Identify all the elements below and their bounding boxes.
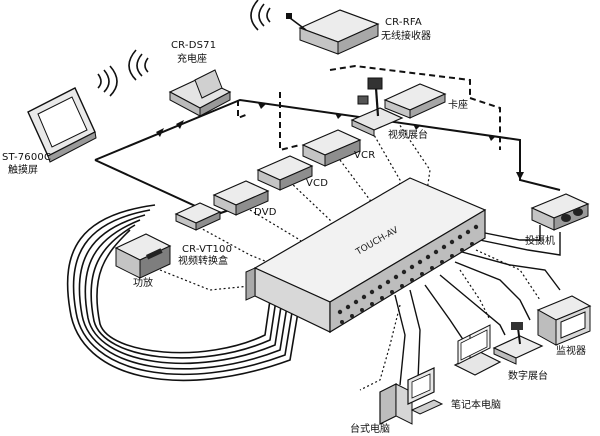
video-converter-model-label: CR-VT100 [182,244,233,255]
touch-av-controller: TOUCH-AV [245,177,487,334]
dvd-label: DVD [254,207,277,218]
vcr-device [301,129,362,167]
wireless-waves-touchscreen [97,65,118,97]
multicore-cables [66,204,301,382]
camera-device [530,193,590,231]
card-holder-device [383,83,447,119]
amplifier-label: 功放 [133,278,153,289]
visualizer-label: 视频展台 [388,130,428,141]
camera-label: 投摄机 [525,236,555,247]
laptop-device [453,324,502,376]
rf-receiver-model-label: CR-RFA [385,17,422,28]
laptop-label: 笔记本电脑 [451,400,501,411]
visualizer-device [350,77,404,137]
desktop-label: 台式电脑 [350,424,390,435]
monitor-label: 监视器 [556,346,586,357]
rf-receiver-device [286,9,380,55]
charging-dock-name-label: 充电座 [177,54,207,65]
digital-visualizer-device [492,322,544,365]
vcr-label: VCR [354,150,376,161]
digital-visualizer-label: 数字展台 [508,371,548,382]
dvd-device [212,180,270,216]
desktop-device [379,367,444,425]
vcd-device [256,155,314,191]
monitor-device [536,295,592,346]
wireless-waves-receiver [250,0,271,31]
touch-screen-name-label: 触摸屏 [8,165,38,176]
amplifier-device [114,233,172,279]
wireless-waves-dock [128,49,149,81]
video-converter-device [174,202,222,231]
card-holder-label: 卡座 [448,100,468,111]
rf-receiver-name-label: 无线接收器 [381,31,431,42]
loop-arrows [156,103,524,180]
touch-screen-model-label: ST-7600C [2,152,52,163]
charging-dock-model-label: CR-DS71 [171,40,217,51]
video-converter-name-label: 视频转换盒 [178,256,228,267]
charging-dock-device [168,69,232,117]
touch-screen-device [27,87,97,163]
vcd-label: VCD [306,178,329,189]
